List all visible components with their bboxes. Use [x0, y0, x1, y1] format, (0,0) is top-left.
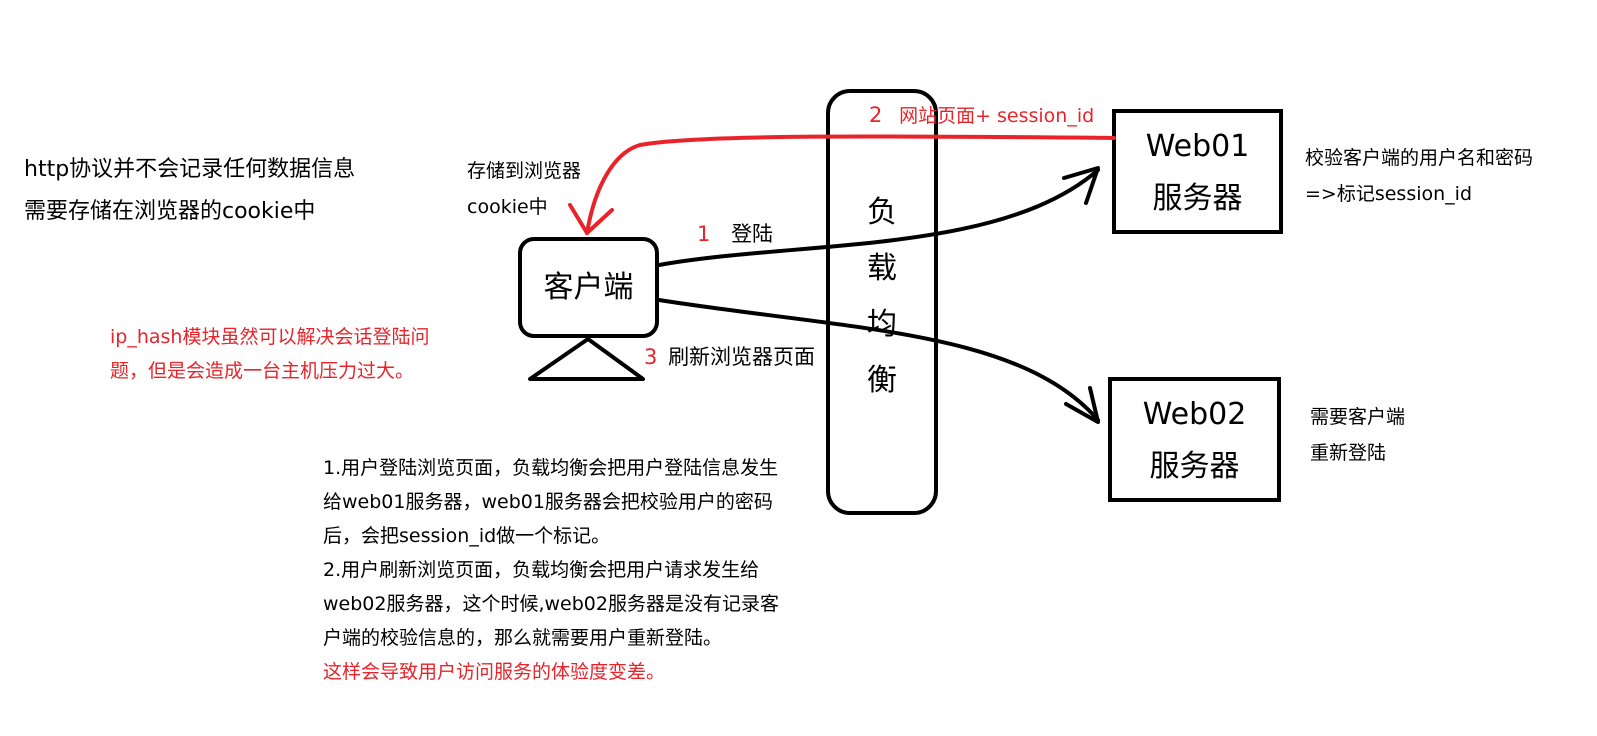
login-arrowhead — [1062, 166, 1100, 205]
web02-box — [1108, 377, 1281, 502]
store-note: 存储到浏览器 cookie中 — [467, 153, 581, 225]
step-line-1: 1.用户登陆浏览页面，负载均衡会把用户登陆信息发生 — [323, 457, 779, 479]
client-label: 客户端 — [543, 270, 634, 305]
web01-label-line-1: Web01 — [1145, 129, 1250, 164]
step-line-4: 2.用户刷新浏览页面，负载均衡会把用户请求发生给 — [323, 559, 760, 581]
web02-note: 需要客户端 重新登陆 — [1310, 399, 1405, 471]
load-balancer-char-3: 均 — [867, 307, 897, 342]
web02-label: Web02 服务器 — [1110, 389, 1279, 493]
web02-label-line-2: 服务器 — [1149, 449, 1240, 484]
ip-hash-note: ip_hash模块虽然可以解决会话登陆问 题，但是会造成一台主机压力过大。 — [110, 320, 429, 388]
login-arrow-label: 1 登陆 — [697, 222, 773, 247]
client-stand — [528, 337, 645, 381]
web02-label-line-1: Web02 — [1142, 397, 1247, 432]
web02-note-line-2: 重新登陆 — [1310, 442, 1387, 464]
load-balancer-box — [826, 89, 938, 515]
step-line-7: 这样会导致用户访问服务的体验度变差。 — [323, 661, 666, 683]
load-balancer-char-1: 负 — [867, 195, 897, 230]
explanation-steps: 1.用户登陆浏览页面，负载均衡会把用户登陆信息发生 给web01服务器，web0… — [323, 451, 779, 689]
http-note: http协议并不会记录任何数据信息 需要存储在浏览器的cookie中 — [24, 149, 355, 233]
load-balancer-char-2: 载 — [867, 251, 897, 286]
refresh-arrow-label: 3 刷新浏览器页面 — [644, 345, 815, 370]
login-arrow-text: 登陆 — [731, 222, 774, 246]
refresh-arrow-text: 刷新浏览器页面 — [668, 345, 816, 369]
ip-hash-note-line-2: 题，但是会造成一台主机压力过大。 — [110, 360, 415, 382]
web01-box — [1112, 109, 1283, 234]
web01-label-line-2: 服务器 — [1152, 181, 1243, 216]
login-arrow — [657, 168, 1100, 267]
response-arrow-text: 网站页面+ session_id — [899, 105, 1095, 127]
login-arrow-number: 1 — [697, 222, 711, 246]
http-note-line-2: 需要存储在浏览器的cookie中 — [24, 199, 316, 224]
step-line-6: 户端的校验信息的，那么就需要用户重新登陆。 — [323, 627, 723, 649]
store-note-line-1: 存储到浏览器 — [467, 160, 582, 182]
client-box — [518, 237, 659, 338]
step-line-3: 后，会把session_id做一个标记。 — [323, 525, 611, 547]
web02-note-line-1: 需要客户端 — [1310, 406, 1406, 428]
response-arrow-label: 2 网站页面+ session_id — [869, 103, 1094, 128]
http-note-line-1: http协议并不会记录任何数据信息 — [24, 157, 356, 182]
load-balancer-label: 负 载 均 衡 — [828, 185, 936, 409]
response-arrow-number: 2 — [869, 103, 883, 127]
step-line-2: 给web01服务器，web01服务器会把校验用户的密码 — [323, 491, 773, 513]
web01-label: Web01 服务器 — [1114, 121, 1281, 225]
step-line-5: web02服务器，这个时候,web02服务器是没有记录客 — [323, 593, 779, 615]
response-arrow — [585, 134, 1116, 235]
refresh-arrowhead — [1064, 386, 1100, 424]
load-balancer-char-4: 衡 — [867, 363, 897, 398]
web01-note-line-1: 校验客户端的用户名和密码 — [1305, 147, 1534, 169]
ip-hash-note-line-1: ip_hash模块虽然可以解决会话登陆问 — [110, 326, 430, 348]
refresh-arrow-number: 3 — [644, 345, 658, 369]
web01-note-line-2: =>标记session_id — [1305, 183, 1473, 205]
store-note-line-2: cookie中 — [467, 196, 548, 218]
response-arrowhead — [568, 203, 614, 235]
refresh-arrow — [657, 298, 1100, 422]
web01-note: 校验客户端的用户名和密码 =>标记session_id — [1305, 140, 1533, 212]
